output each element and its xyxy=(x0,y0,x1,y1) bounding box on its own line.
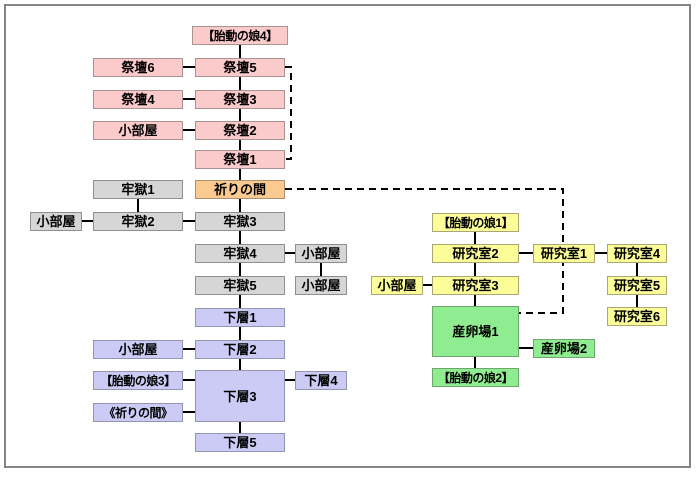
node-label: 研究室2 xyxy=(452,246,499,261)
node-kasou-1: 下層1 xyxy=(195,308,285,327)
node-inori-no-ma: 祈りの間 xyxy=(195,180,285,199)
node-label: 小部屋 xyxy=(118,342,158,357)
node-label: 小部屋 xyxy=(118,123,158,138)
node-label: 《祈りの間》 xyxy=(103,405,173,420)
node-label: 小部屋 xyxy=(36,214,76,229)
node-label: 小部屋 xyxy=(301,246,341,261)
node-label: 下層2 xyxy=(223,342,257,357)
node-saidan-5: 祭壇5 xyxy=(195,58,285,77)
node-kenkyuushitsu-1: 研究室1 xyxy=(533,244,595,263)
node-label: 小部屋 xyxy=(377,278,417,293)
node-label: 祭壇5 xyxy=(223,60,257,75)
node-taidou-no-musume-3: 【胎動の娘3】 xyxy=(93,371,183,390)
node-label: 下層1 xyxy=(223,310,257,325)
node-label: 小部屋 xyxy=(301,278,341,293)
node-label: 【胎動の娘1】 xyxy=(437,215,514,230)
node-label: 研究室6 xyxy=(613,309,661,324)
node-label: 牢獄3 xyxy=(223,214,257,229)
node-label: 【胎動の娘2】 xyxy=(437,370,514,385)
node-label: 研究室1 xyxy=(540,246,588,261)
node-kobeya-kenkyuu: 小部屋 xyxy=(371,276,423,295)
node-label: 下層5 xyxy=(223,435,257,450)
node-label: 牢獄4 xyxy=(223,246,257,261)
node-kobeya-kasou: 小部屋 xyxy=(93,340,183,359)
node-kobeya-rougoku-right-1: 小部屋 xyxy=(295,244,347,263)
node-label: 牢獄1 xyxy=(121,182,155,197)
edge-dashed-34 xyxy=(285,66,292,160)
node-saidan-4: 祭壇4 xyxy=(93,90,183,109)
node-label: 下層3 xyxy=(223,388,257,404)
node-taidou-no-musume-4: 【胎動の娘4】 xyxy=(192,26,288,45)
node-label: 産卵場2 xyxy=(540,341,588,356)
node-taidou-no-musume-1: 【胎動の娘1】 xyxy=(432,213,519,232)
node-saidan-3: 祭壇3 xyxy=(195,90,285,109)
node-label: 【胎動の娘3】 xyxy=(100,373,176,388)
node-kobeya-saidan: 小部屋 xyxy=(93,121,183,140)
node-label: 祭壇2 xyxy=(223,123,257,138)
node-saidan-6: 祭壇6 xyxy=(93,58,183,77)
node-label: 祭壇6 xyxy=(121,60,155,75)
node-label: 牢獄2 xyxy=(121,214,155,229)
node-label: 下層4 xyxy=(304,373,338,388)
node-kobeya-rougoku-right-2: 小部屋 xyxy=(295,276,347,295)
node-saidan-1: 祭壇1 xyxy=(195,150,285,169)
node-sanranjou-2: 産卵場2 xyxy=(533,339,595,358)
node-rougoku-4: 牢獄4 xyxy=(195,244,285,263)
node-kasou-5: 下層5 xyxy=(195,433,285,452)
node-kasou-2: 下層2 xyxy=(195,340,285,359)
node-rougoku-5: 牢獄5 xyxy=(195,276,285,295)
node-kenkyuushitsu-2: 研究室2 xyxy=(432,244,519,263)
node-label: 祭壇4 xyxy=(121,92,155,107)
node-kobeya-rougoku-left: 小部屋 xyxy=(30,212,82,231)
node-label: 研究室4 xyxy=(613,246,661,261)
node-label: 研究室5 xyxy=(613,278,661,293)
node-kenkyuushitsu-5: 研究室5 xyxy=(607,276,667,295)
node-label: 祭壇1 xyxy=(223,152,257,167)
node-label: 祭壇3 xyxy=(223,92,257,107)
node-label: 研究室3 xyxy=(452,278,499,293)
node-rougoku-3: 牢獄3 xyxy=(195,212,285,231)
node-label: 産卵場1 xyxy=(452,324,499,339)
node-label: 牢獄5 xyxy=(223,278,257,293)
node-sanranjou-1: 産卵場1 xyxy=(432,306,519,357)
node-inori-no-ma-kakko: 《祈りの間》 xyxy=(93,403,183,422)
node-kenkyuushitsu-6: 研究室6 xyxy=(607,307,667,326)
node-rougoku-2: 牢獄2 xyxy=(93,212,183,231)
node-saidan-2: 祭壇2 xyxy=(195,121,285,140)
node-kenkyuushitsu-4: 研究室4 xyxy=(607,244,667,263)
node-kasou-3: 下層3 xyxy=(195,370,285,422)
node-kasou-4: 下層4 xyxy=(295,371,347,390)
node-taidou-no-musume-2: 【胎動の娘2】 xyxy=(432,368,519,387)
node-rougoku-1: 牢獄1 xyxy=(93,180,183,199)
node-label: 祈りの間 xyxy=(213,182,266,197)
node-kenkyuushitsu-3: 研究室3 xyxy=(432,276,519,295)
node-label: 【胎動の娘4】 xyxy=(202,28,278,43)
